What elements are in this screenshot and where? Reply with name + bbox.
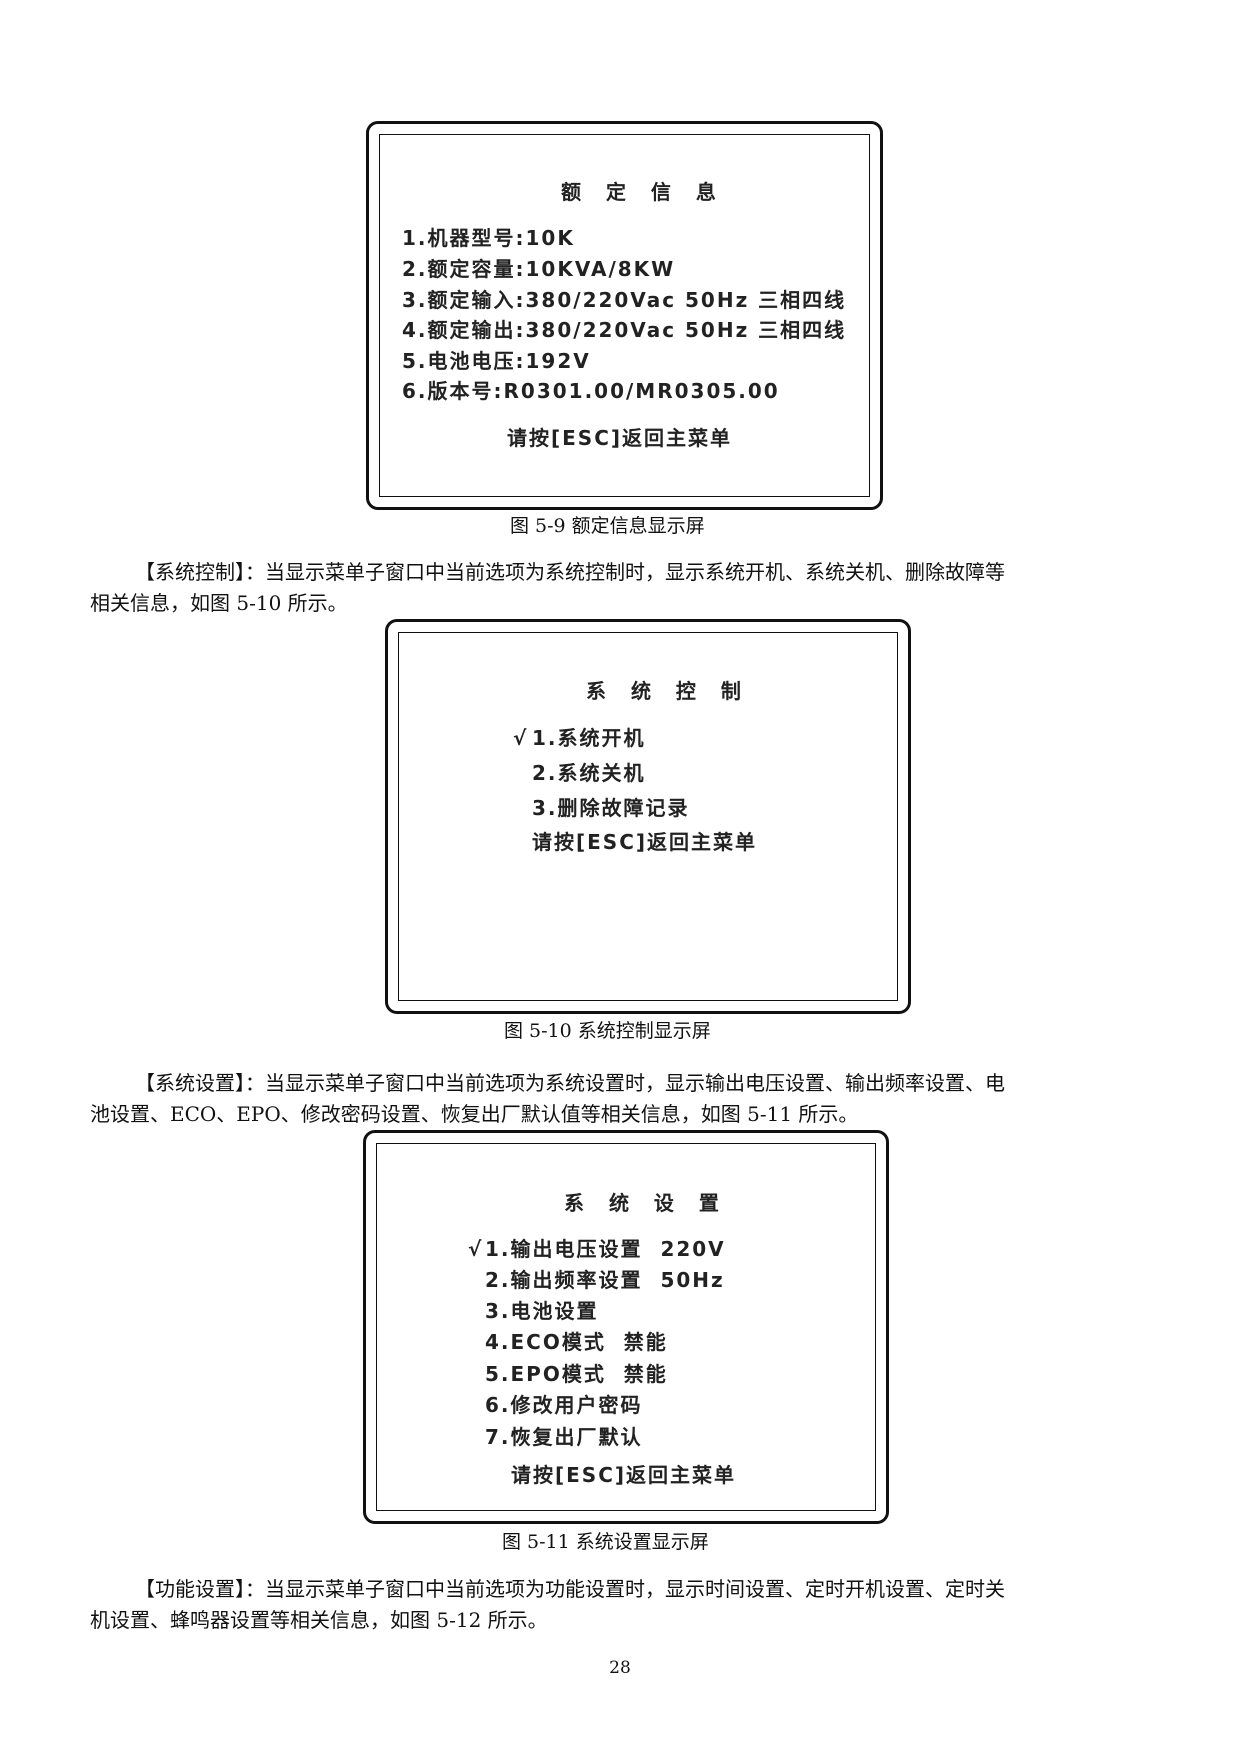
screen-item: 5.电池电压:192V	[402, 349, 591, 373]
menu-item-eco-mode[interactable]: 4.ECO模式 禁能	[485, 1330, 668, 1354]
screen-item: 4.额定输出:380/220Vac 50Hz 三相四线	[402, 318, 847, 342]
page-number: 28	[609, 1658, 631, 1678]
figure-caption: 图 5-10 系统控制显示屏	[504, 1020, 711, 1042]
esc-hint: 请按[ESC]返回主菜单	[532, 830, 758, 854]
paragraph: 【系统控制】：当显示菜单子窗口中当前选项为系统控制时，显示系统开机、系统关机、删…	[90, 557, 1162, 619]
system-settings-screen	[363, 1130, 889, 1524]
menu-item-system-on[interactable]: 1.系统开机	[532, 726, 646, 750]
menu-item-delete-fault-log[interactable]: 3.删除故障记录	[532, 796, 690, 820]
paragraph-line: 池设置、ECO、EPO、修改密码设置、恢复出厂默认值等相关信息，如图 5-11 …	[90, 1102, 859, 1126]
menu-item-output-frequency[interactable]: 2.输出频率设置 50Hz	[485, 1268, 725, 1292]
menu-item-change-password[interactable]: 6.修改用户密码	[485, 1393, 643, 1417]
check-icon: √	[513, 726, 529, 750]
figure-caption: 图 5-9 额定信息显示屏	[510, 515, 705, 537]
paragraph-line: 【系统设置】：当显示菜单子窗口中当前选项为系统设置时，显示输出电压设置、输出频率…	[135, 1071, 1005, 1095]
figure-caption: 图 5-11 系统设置显示屏	[502, 1531, 709, 1553]
paragraph: 【功能设置】：当显示菜单子窗口中当前选项为功能设置时，显示时间设置、定时开机设置…	[90, 1574, 1162, 1636]
menu-item-factory-reset[interactable]: 7.恢复出厂默认	[485, 1425, 643, 1449]
check-icon: √	[468, 1237, 484, 1261]
paragraph-line: 【系统控制】：当显示菜单子窗口中当前选项为系统控制时，显示系统开机、系统关机、删…	[135, 560, 1005, 584]
screen-item: 1.机器型号:10K	[402, 226, 575, 250]
screen-title: 系 统 设 置	[564, 1191, 728, 1215]
paragraph-line: 相关信息，如图 5-10 所示。	[90, 591, 348, 615]
screen-item: 6.版本号:R0301.00/MR0305.00	[402, 379, 780, 403]
paragraph-line: 【功能设置】：当显示菜单子窗口中当前选项为功能设置时，显示时间设置、定时开机设置…	[135, 1577, 1005, 1601]
menu-item-output-voltage[interactable]: 1.输出电压设置 220V	[485, 1237, 726, 1261]
screen-item: 3.额定输入:380/220Vac 50Hz 三相四线	[402, 288, 847, 312]
screen-title: 额 定 信 息	[561, 180, 725, 204]
rated-info-screen	[366, 121, 883, 510]
esc-hint: 请按[ESC]返回主菜单	[507, 426, 733, 450]
screen-title: 系 统 控 制	[586, 679, 750, 703]
menu-item-battery[interactable]: 3.电池设置	[485, 1299, 599, 1323]
menu-item-system-off[interactable]: 2.系统关机	[532, 761, 646, 785]
menu-item-epo-mode[interactable]: 5.EPO模式 禁能	[485, 1362, 668, 1386]
system-control-screen	[385, 619, 911, 1014]
screen-item: 2.额定容量:10KVA/8KW	[402, 257, 676, 281]
esc-hint: 请按[ESC]返回主菜单	[511, 1463, 737, 1487]
paragraph: 【系统设置】：当显示菜单子窗口中当前选项为系统设置时，显示输出电压设置、输出频率…	[90, 1068, 1162, 1130]
paragraph-line: 机设置、蜂鸣器设置等相关信息，如图 5-12 所示。	[90, 1608, 548, 1632]
